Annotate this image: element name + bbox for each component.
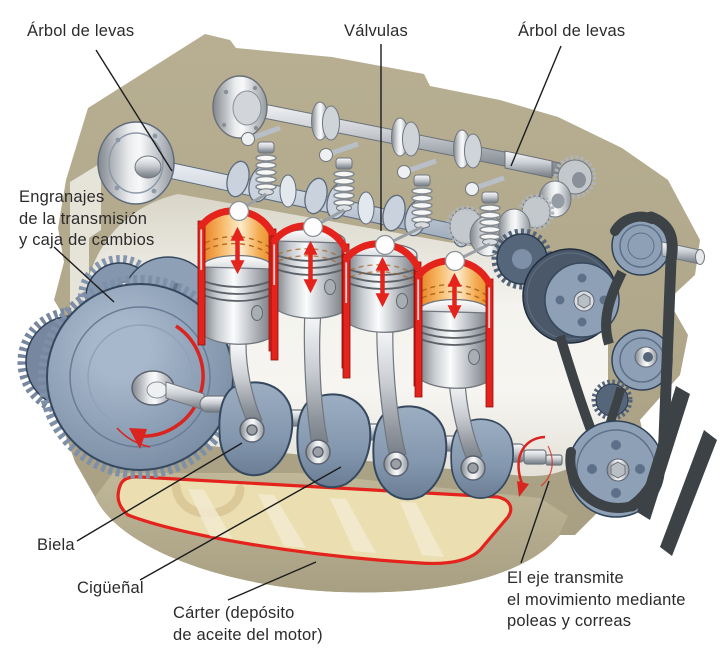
- label-connecting-rod: Biela: [37, 536, 75, 554]
- label-camshaft-left: Árbol de levas: [27, 22, 135, 40]
- label-camshaft-right: Árbol de levas: [518, 22, 626, 40]
- label-oil-pan: Cárter (depósito de aceite del motor): [173, 603, 323, 646]
- valve-head: [374, 234, 396, 256]
- valve-head: [444, 250, 466, 272]
- valve-unit: [374, 158, 437, 256]
- label-crankshaft: Cigüeñal: [77, 579, 144, 597]
- camshaft-sprocket: [553, 155, 597, 199]
- dark-pulley: [522, 248, 620, 344]
- label-valves: Válvulas: [344, 22, 408, 40]
- cylinder-1: [197, 207, 277, 352]
- label-line: de la transmisión: [19, 209, 148, 228]
- leader-crankshaft: [139, 466, 342, 581]
- leader-connecting-rod: [76, 442, 243, 542]
- valve-head: [302, 216, 324, 238]
- valve-assembly: [228, 125, 505, 272]
- label-line: Engranajes: [19, 188, 105, 206]
- valve-unit: [444, 175, 505, 272]
- pulley-middle: [611, 329, 673, 391]
- valve-unit: [302, 141, 359, 238]
- leader-transmission: [53, 246, 115, 303]
- label-line: el movimiento mediante: [507, 590, 686, 609]
- label-line: Cárter (depósito: [173, 604, 295, 622]
- label-belt-drive: El eje transmite el movimiento mediante …: [507, 568, 686, 633]
- leader-lines: [53, 44, 562, 601]
- belt-end: [660, 430, 717, 556]
- crank-rotation-arrow: [517, 435, 553, 497]
- cylinder-4: [414, 257, 494, 408]
- label-line: poleas y correas: [507, 612, 632, 630]
- cylinder-3: [342, 240, 422, 387]
- leader-oil-pan: [227, 561, 317, 601]
- pulleys-and-belts: [491, 211, 717, 556]
- camshaft-upper: [212, 75, 597, 199]
- belt-end: [637, 386, 690, 520]
- leader-camshaft-right: [510, 45, 562, 167]
- label-line: de aceite del motor): [173, 625, 323, 644]
- label-line: y caja de cambios: [19, 231, 155, 249]
- valve-head: [228, 200, 250, 222]
- gearbox-housing: [70, 163, 101, 312]
- label-transmission-gears: Engranajes de la transmisión y caja de c…: [19, 187, 154, 252]
- leader-camshaft-left: [95, 49, 173, 172]
- valve-unit: [228, 125, 281, 222]
- leader-belt-drive: [520, 480, 550, 564]
- pulley-top: [611, 216, 705, 276]
- connecting-rods: [229, 308, 486, 481]
- label-line: El eje transmite: [507, 569, 624, 587]
- transmission-gears: [17, 255, 242, 479]
